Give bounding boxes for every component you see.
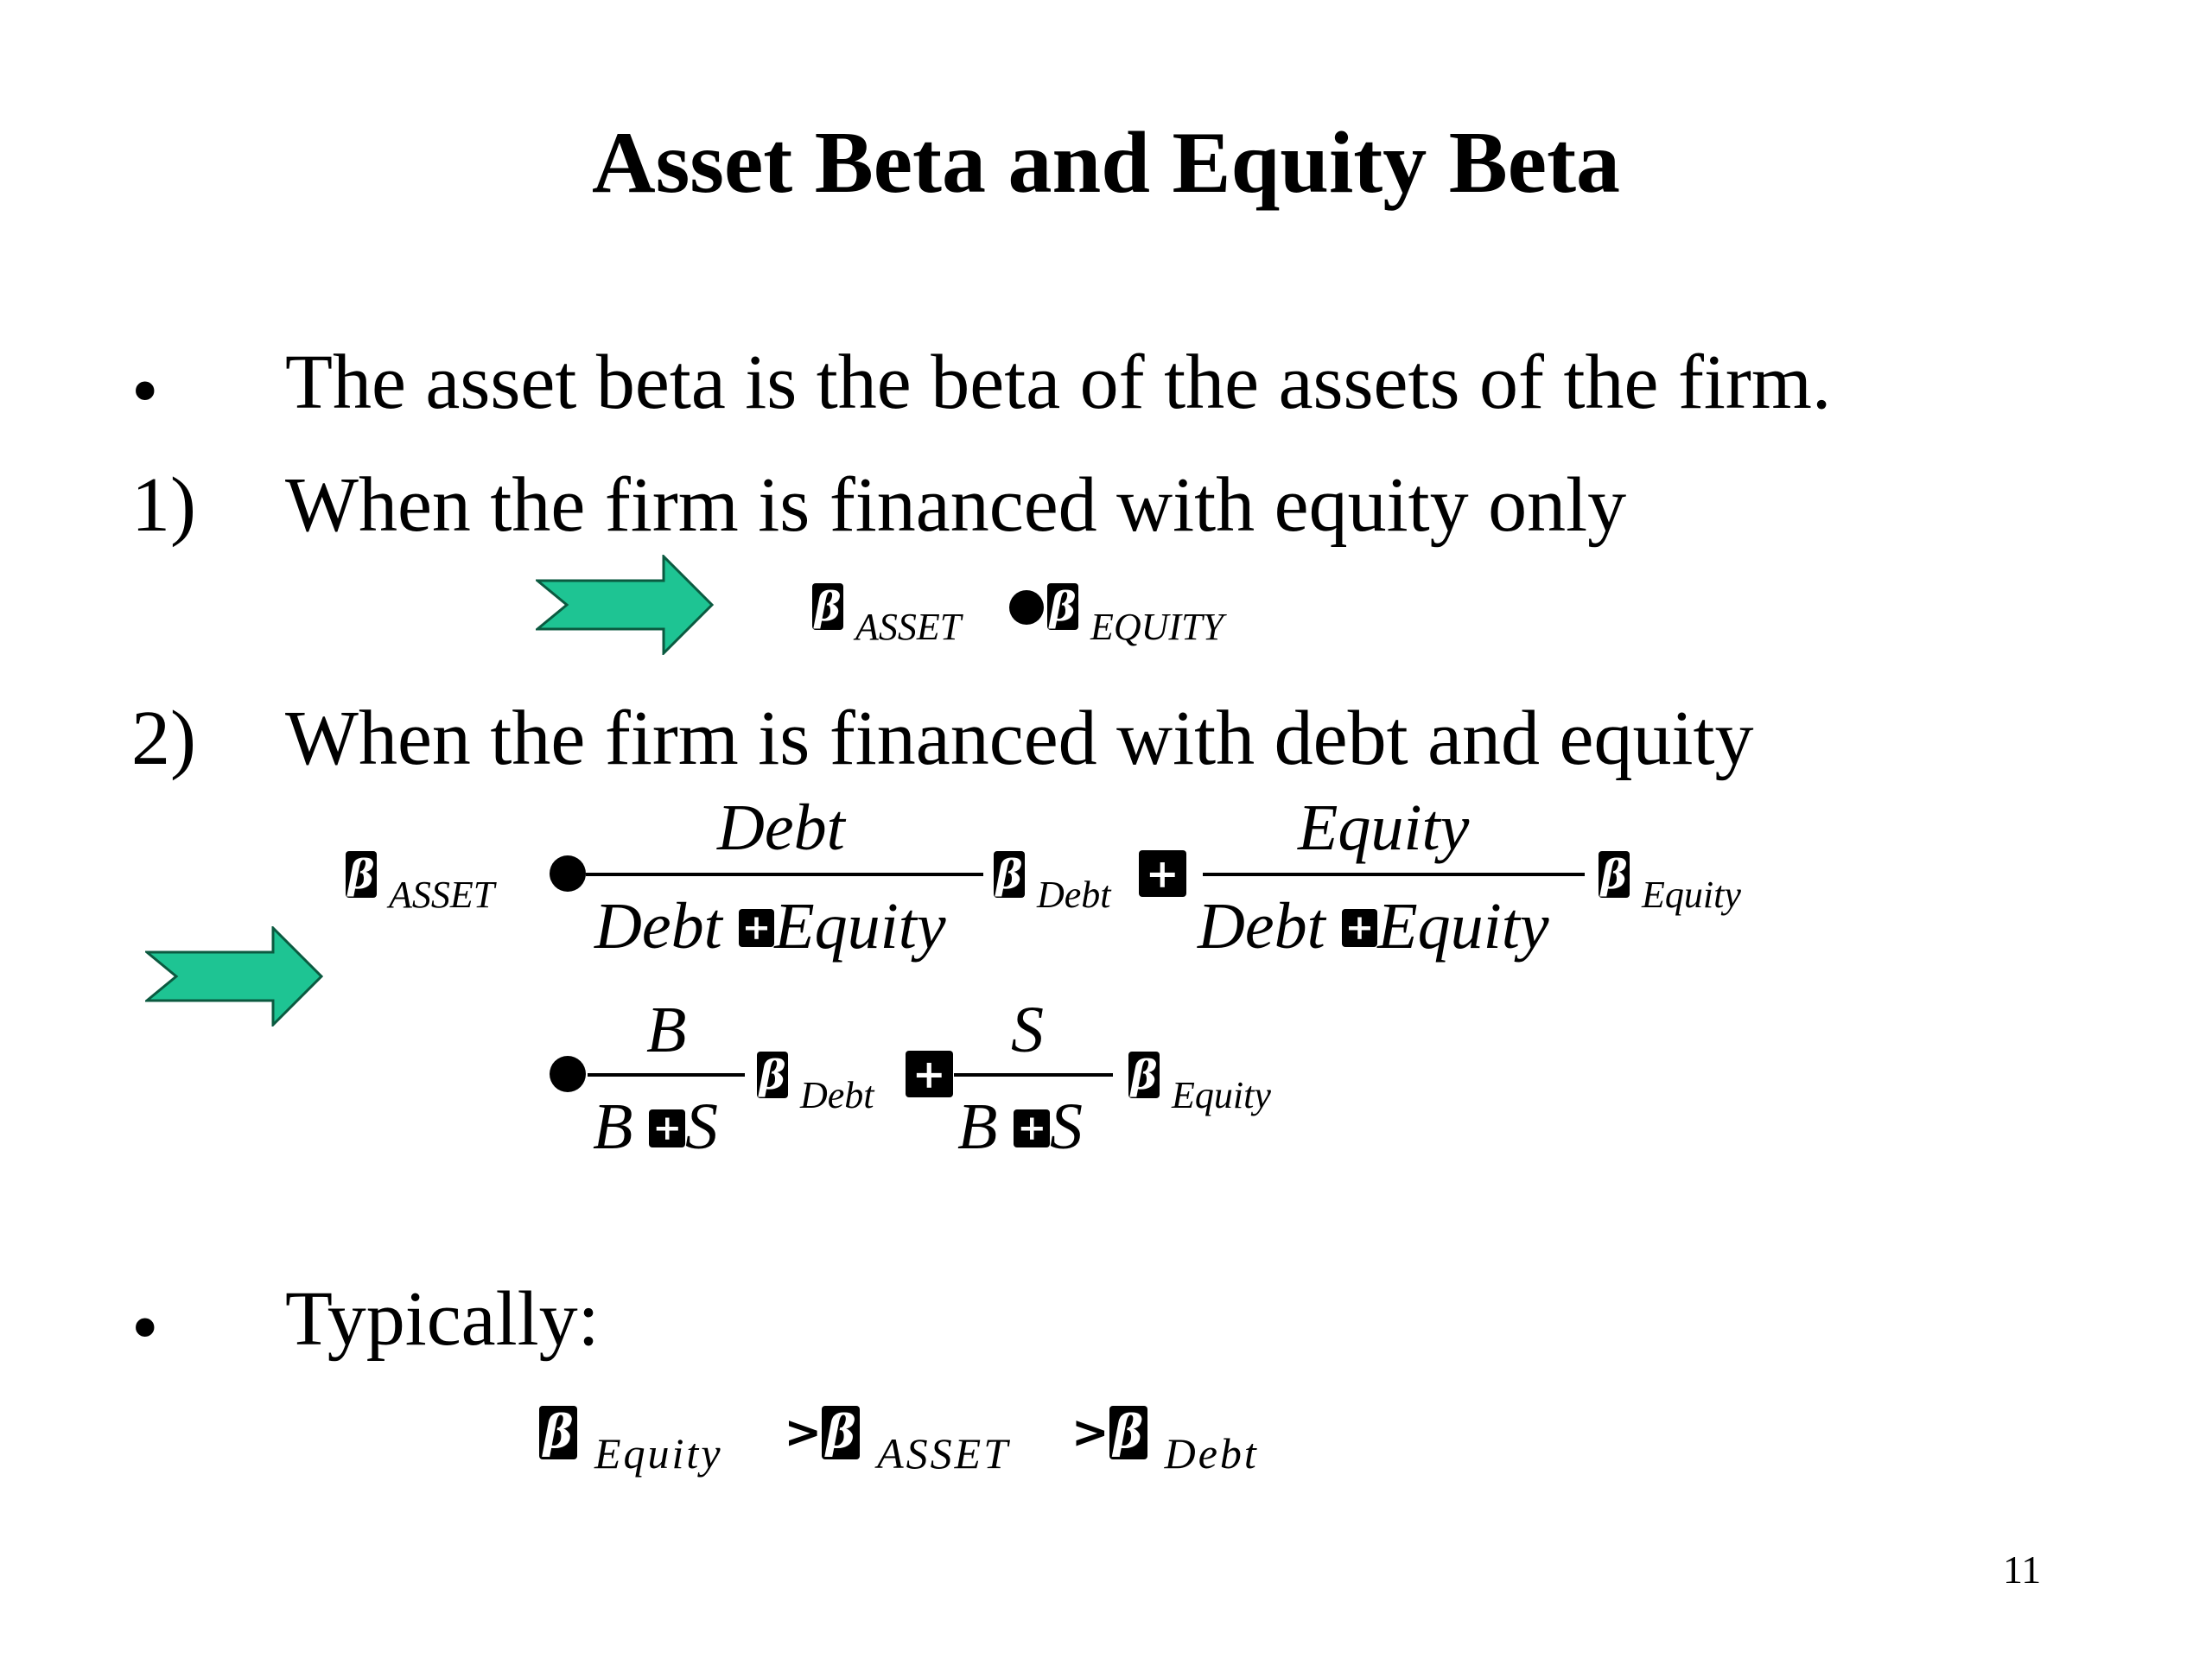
fraction-numerator-equity: Equity	[1298, 791, 1470, 864]
beta-symbol: β	[1128, 1052, 1160, 1098]
case-1-marker: 1)	[131, 462, 196, 548]
subscript-asset: ASSET	[877, 1429, 1011, 1478]
plus-symbol: +	[649, 1109, 685, 1147]
formula-debt-equity-lhs: β ASSET	[346, 847, 494, 914]
equals-dot	[550, 855, 586, 892]
plus-operator: +	[1139, 850, 1186, 897]
fraction-denominator-bs: B +S	[593, 1090, 718, 1163]
beta-symbol: β	[812, 583, 843, 630]
beta-symbol: β	[822, 1406, 861, 1459]
subscript-debt: Debt	[1164, 1429, 1259, 1478]
subscript-equity: Equity	[1172, 1074, 1271, 1116]
term-equity: Equity	[774, 890, 946, 963]
plus-symbol: +	[1341, 909, 1378, 947]
fraction-bar	[588, 1073, 745, 1077]
beta-debt-term: β Debt	[757, 1047, 874, 1115]
beta-equity-term: β Equity	[1128, 1047, 1271, 1115]
beta-equity-term: β Equity	[1599, 847, 1741, 914]
fraction-bar	[586, 873, 983, 876]
fraction-bar	[954, 1073, 1113, 1077]
equals-dot	[550, 1056, 586, 1092]
beta-debt-term: β Debt	[994, 847, 1111, 914]
subscript-equity: Equity	[594, 1429, 723, 1478]
beta-symbol: β	[1109, 1406, 1147, 1459]
arrow-right-icon	[536, 555, 714, 655]
formula-equity-only-rhs: β EQUITY	[1047, 579, 1224, 646]
subscript-debt: Debt	[1037, 874, 1111, 916]
beta-symbol: β	[1599, 851, 1630, 898]
subscript-debt: Debt	[800, 1074, 874, 1116]
case-2-text: When the firm is financed with debt and …	[285, 696, 1754, 781]
formula-equity-only: β ASSET	[812, 579, 961, 646]
greater-than-symbol: >	[784, 1407, 823, 1459]
typically-label: Typically:	[285, 1276, 600, 1362]
beta-symbol: β	[539, 1406, 577, 1459]
term-debt: Debt	[594, 890, 722, 963]
case-1-text: When the firm is financed with equity on…	[285, 462, 1627, 548]
subscript-equity: EQUITY	[1090, 606, 1224, 648]
beta-symbol: β	[346, 851, 377, 898]
fraction-denominator: Debt +Equity	[1198, 893, 1549, 959]
fraction-numerator-b: B	[646, 994, 687, 1066]
equals-dot	[1009, 590, 1044, 625]
subscript-asset: ASSET	[855, 606, 962, 648]
arrow-right-icon	[145, 926, 323, 1027]
term-debt: Debt	[1198, 890, 1325, 963]
slide-title: Asset Beta and Equity Beta	[591, 114, 1621, 212]
fraction-numerator-debt: Debt	[717, 791, 845, 864]
term-equity: Equity	[1377, 890, 1549, 963]
beta-symbol: β	[757, 1052, 788, 1098]
beta-symbol: β	[1047, 583, 1078, 630]
subscript-equity: Equity	[1642, 874, 1741, 916]
plus-symbol: +	[1014, 1109, 1050, 1147]
page-number: 11	[2003, 1548, 2042, 1592]
bullet-marker: •	[131, 1285, 159, 1370]
fraction-denominator: Debt +Equity	[594, 893, 946, 959]
plus-symbol: +	[738, 909, 775, 947]
greater-than-symbol: >	[1071, 1407, 1109, 1459]
case-2-marker: 2)	[131, 696, 196, 781]
fraction-denominator-bs: B +S	[957, 1090, 1083, 1163]
bullet-marker: •	[131, 348, 159, 434]
subscript-asset: ASSET	[389, 874, 495, 916]
beta-symbol: β	[994, 851, 1025, 898]
fraction-numerator-s: S	[1011, 994, 1044, 1066]
plus-operator: +	[906, 1051, 953, 1097]
fraction-bar	[1203, 873, 1585, 876]
asset-beta-definition: The asset beta is the beta of the assets…	[285, 340, 1832, 425]
